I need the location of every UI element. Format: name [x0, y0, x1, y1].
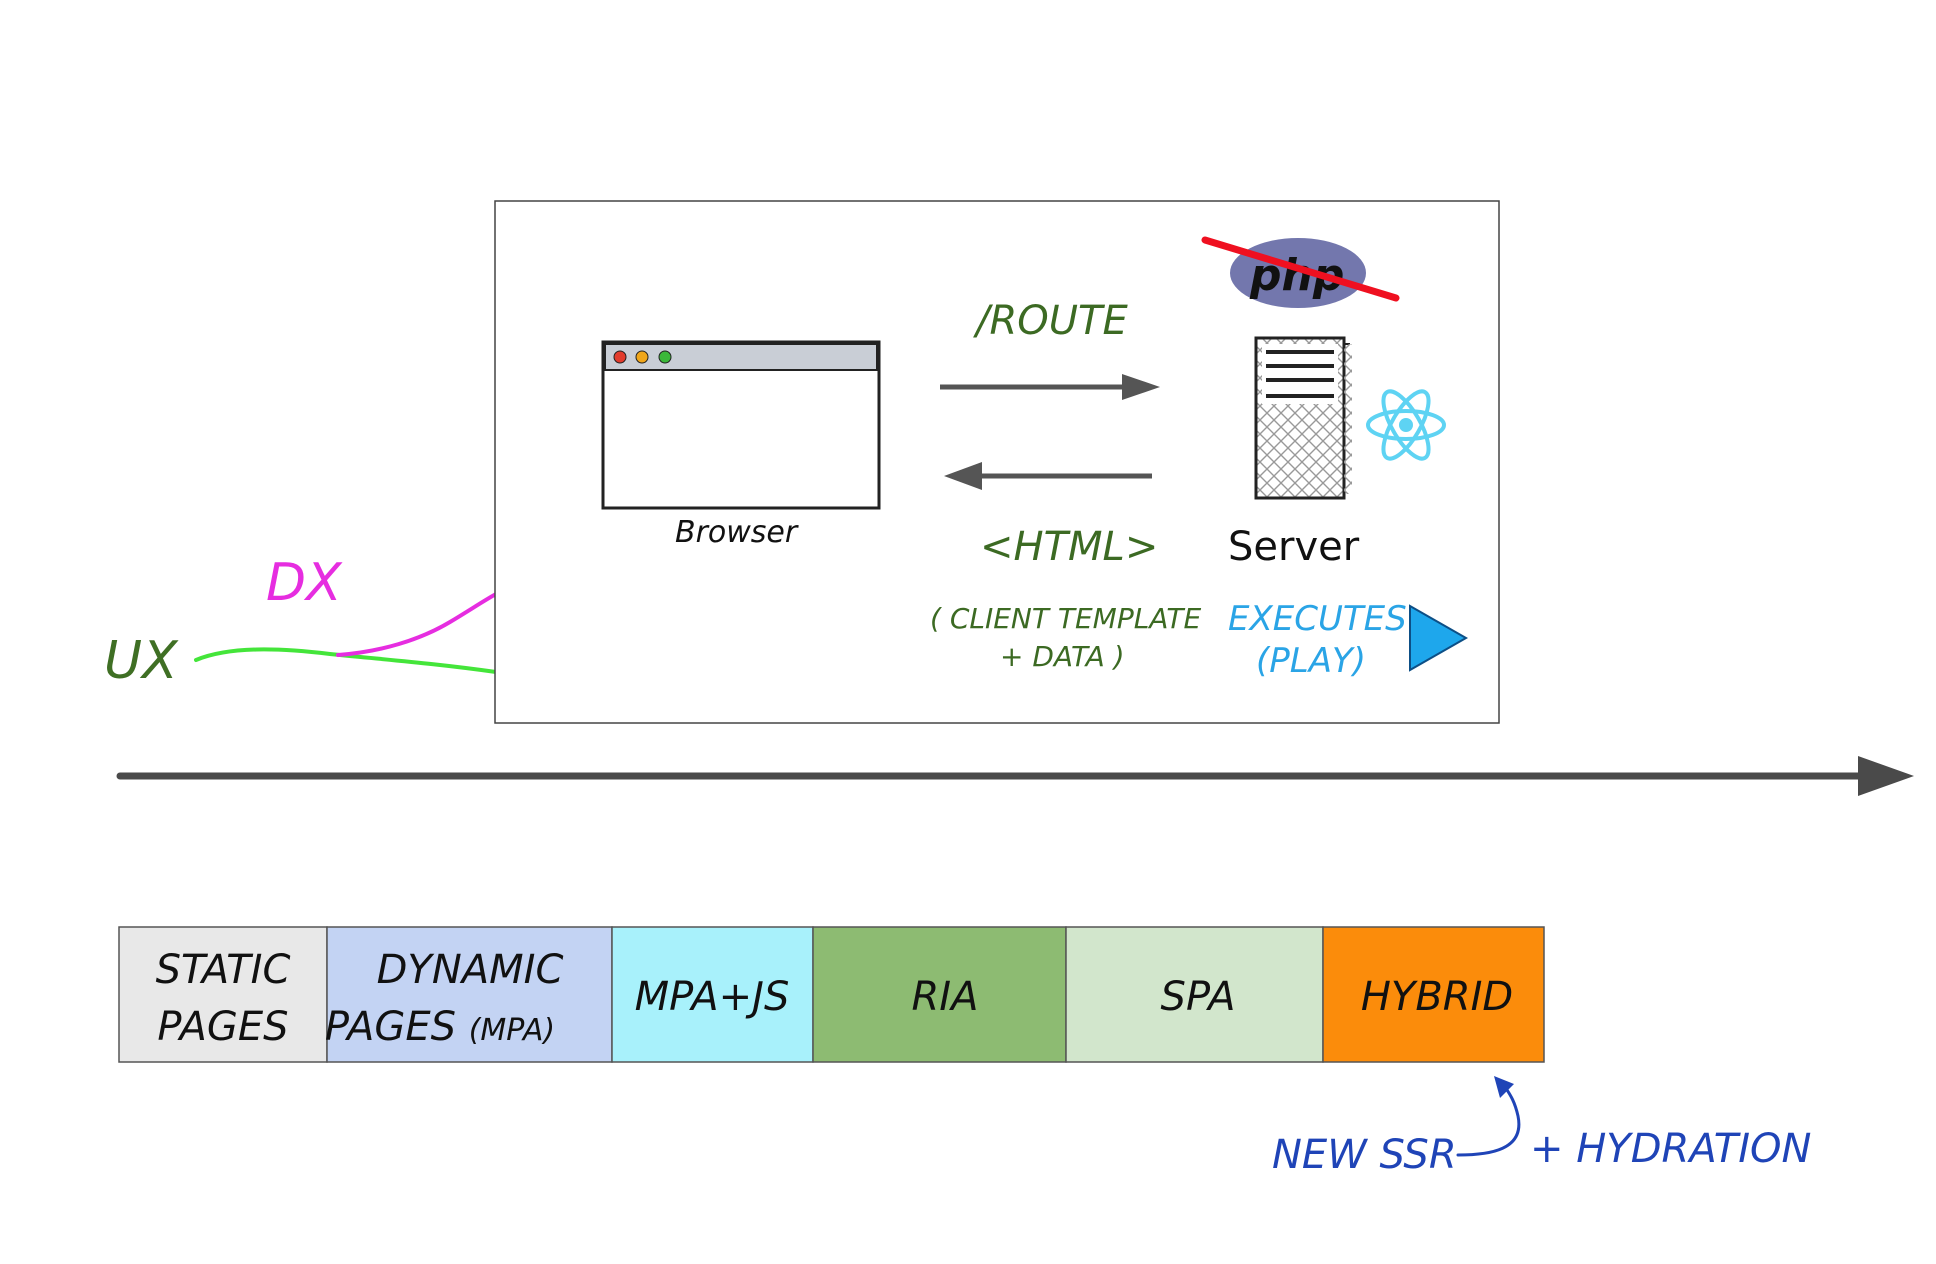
- segment-static-line1: STATIC: [156, 947, 291, 993]
- segment-hybrid: HYBRID: [1322, 926, 1545, 1063]
- segment-dynamic-mpa: (MPA): [469, 1013, 555, 1048]
- data-label: + DATA ): [1000, 640, 1125, 673]
- server-tower-icon: [1254, 336, 1352, 500]
- segment-ria-box: [812, 926, 1067, 1063]
- segment-static-pages: STATIC PAGES: [118, 926, 328, 1063]
- window-close-dot: [613, 350, 627, 364]
- segment-ria-label: RIA: [912, 974, 979, 1020]
- client-template-label: ( CLIENT TEMPLATE: [930, 602, 1202, 635]
- ux-label: UX: [104, 631, 179, 691]
- curved-arrow: [1456, 1080, 1521, 1157]
- strike-line: [1201, 236, 1400, 302]
- executes-label: EXECUTES: [1228, 599, 1407, 639]
- window-maximize-dot: [658, 350, 672, 364]
- segment-dynamic-box: [326, 926, 613, 1063]
- php-logo-crossed-icon: php: [1201, 236, 1400, 308]
- request-arrow: [940, 374, 1160, 400]
- server-label: Server: [1228, 524, 1360, 570]
- segment-dynamic-pages: DYNAMIC PAGES (MPA): [325, 926, 613, 1063]
- ux-dx-curves: UX DX: [104, 553, 498, 691]
- response-arrow: [944, 462, 1152, 490]
- route-label: /ROUTE: [973, 298, 1128, 344]
- window-minimize-dot: [635, 350, 649, 364]
- browser-window-icon: [601, 340, 881, 510]
- new-ssr-label: NEW SSR: [1272, 1132, 1457, 1178]
- play-triangle-icon: [1409, 604, 1469, 672]
- segment-dynamic-line2: PAGES (MPA): [325, 1004, 555, 1050]
- play-label: (PLAY): [1256, 641, 1366, 681]
- architecture-timeline: STATIC PAGES DYNAMIC PAGES (MPA) MPA+JS …: [118, 926, 1545, 1063]
- dx-curve: [336, 592, 498, 657]
- segment-spa: SPA: [1065, 926, 1324, 1063]
- segment-static-line2: PAGES: [157, 1004, 288, 1050]
- segment-mpa-js: MPA+JS: [611, 926, 814, 1063]
- segment-mpajs-box: [611, 926, 814, 1063]
- dx-label: DX: [266, 553, 343, 613]
- timeline-arrow: [116, 756, 1914, 796]
- segment-hybrid-box: [1322, 926, 1545, 1063]
- segment-ria: RIA: [812, 926, 1067, 1063]
- hydration-label: + HYDRATION: [1530, 1126, 1811, 1172]
- segment-dynamic-line1: DYNAMIC: [377, 947, 564, 993]
- segment-hybrid-label: HYBRID: [1361, 974, 1513, 1020]
- ux-curve: [194, 647, 498, 674]
- browser-label: Browser: [675, 515, 799, 550]
- hybrid-annotation: NEW SSR + HYDRATION: [1272, 1076, 1811, 1178]
- segment-mpajs-label: MPA+JS: [635, 974, 790, 1020]
- segment-spa-box: [1065, 926, 1324, 1063]
- segment-static-box: [118, 926, 328, 1063]
- html-label: <HTML>: [980, 524, 1158, 570]
- segment-spa-label: SPA: [1161, 974, 1236, 1020]
